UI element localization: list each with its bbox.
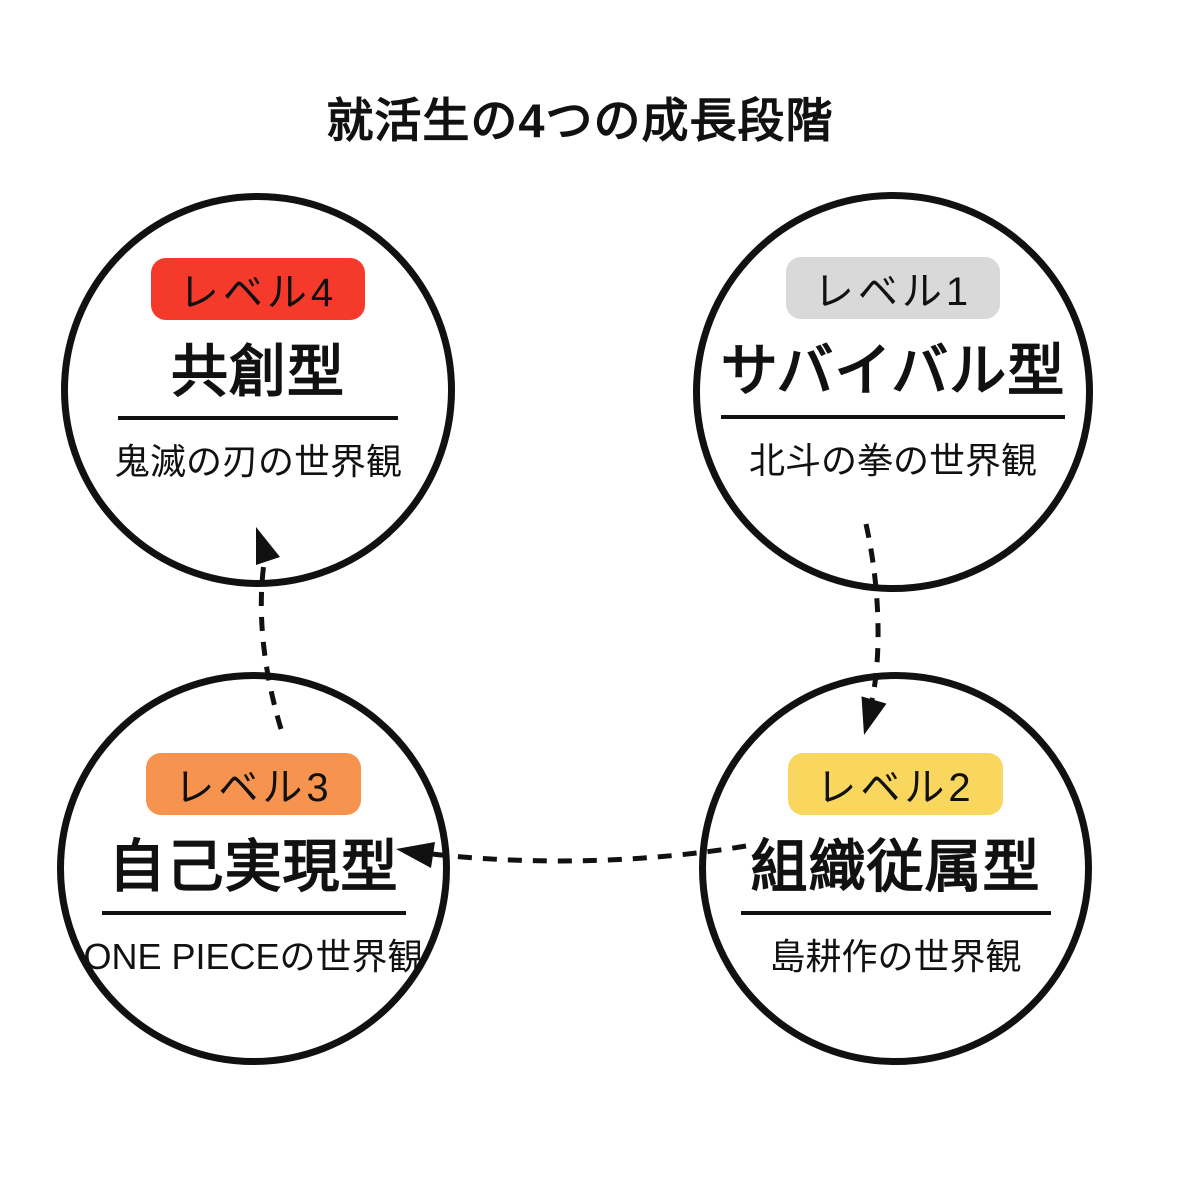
level2-badge: レベル2	[788, 753, 1003, 815]
title-underline	[118, 416, 398, 420]
level3-name: 自己実現型	[108, 835, 399, 899]
level1-name: サバイバル型	[720, 339, 1066, 403]
page-title: 就活生の4つの成長段階	[326, 94, 834, 147]
level2-subtitle: 島耕作の世界観	[769, 936, 1022, 977]
title-underline	[740, 911, 1051, 915]
node-level4: レベル4 共創型 鬼滅の刃の世界観	[61, 193, 455, 587]
level3-badge: レベル3	[146, 753, 361, 815]
level3-subtitle: ONE PIECEの世界観	[83, 936, 424, 977]
title-underline	[721, 415, 1065, 419]
title-underline	[101, 911, 406, 915]
level4-badge: レベル4	[150, 258, 366, 320]
level4-subtitle: 鬼滅の刃の世界観	[113, 441, 402, 482]
node-level1: レベル1 サバイバル型 北斗の拳の世界観	[693, 192, 1093, 592]
node-level3: レベル3 自己実現型 ONE PIECEの世界観	[57, 672, 450, 1065]
level4-name: 共創型	[171, 340, 345, 404]
level2-name: 組織従属型	[750, 835, 1041, 899]
level1-badge: レベル1	[785, 257, 1001, 319]
level1-subtitle: 北斗の拳の世界観	[748, 440, 1037, 481]
node-level2: レベル2 組織従属型 島耕作の世界観	[699, 672, 1092, 1065]
